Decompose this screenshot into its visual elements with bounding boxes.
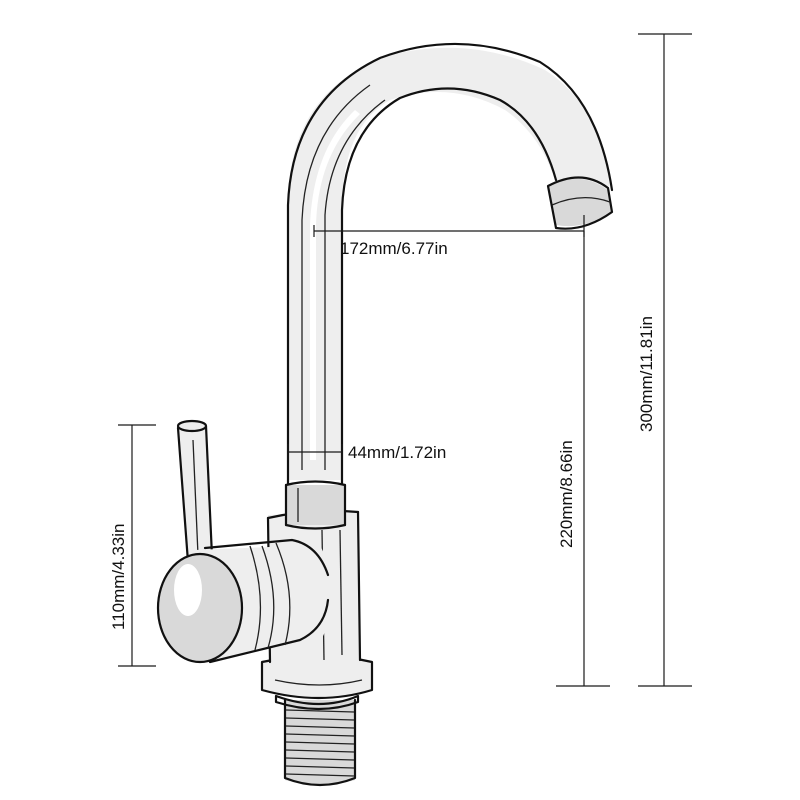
pipe-diameter-label: 44mm/1.72in xyxy=(348,443,446,462)
spout-height-dimension: 220mm/8.66in xyxy=(556,231,610,687)
reach-label: 172mm/6.77in xyxy=(340,239,448,258)
pipe-diameter-dimension: 44mm/1.72in xyxy=(287,443,446,462)
base-ring xyxy=(260,654,374,711)
total-height-dimension: 300mm/11.81in xyxy=(637,33,692,687)
spout-height-label: 220mm/8.66in xyxy=(557,440,576,548)
reach-dimension: 172mm/6.77in xyxy=(313,215,585,258)
threaded-shank xyxy=(283,698,357,787)
handle-height-label: 110mm/4.33in xyxy=(109,524,128,630)
handle-cylinder xyxy=(156,538,334,664)
faucet-illustration xyxy=(156,42,614,787)
pipe-collar xyxy=(284,480,347,530)
handle-height-dimension: 110mm/4.33in xyxy=(109,424,156,667)
spout-pipe xyxy=(286,42,614,487)
total-height-label: 300mm/11.81in xyxy=(637,316,656,432)
handle-lever xyxy=(176,419,214,564)
